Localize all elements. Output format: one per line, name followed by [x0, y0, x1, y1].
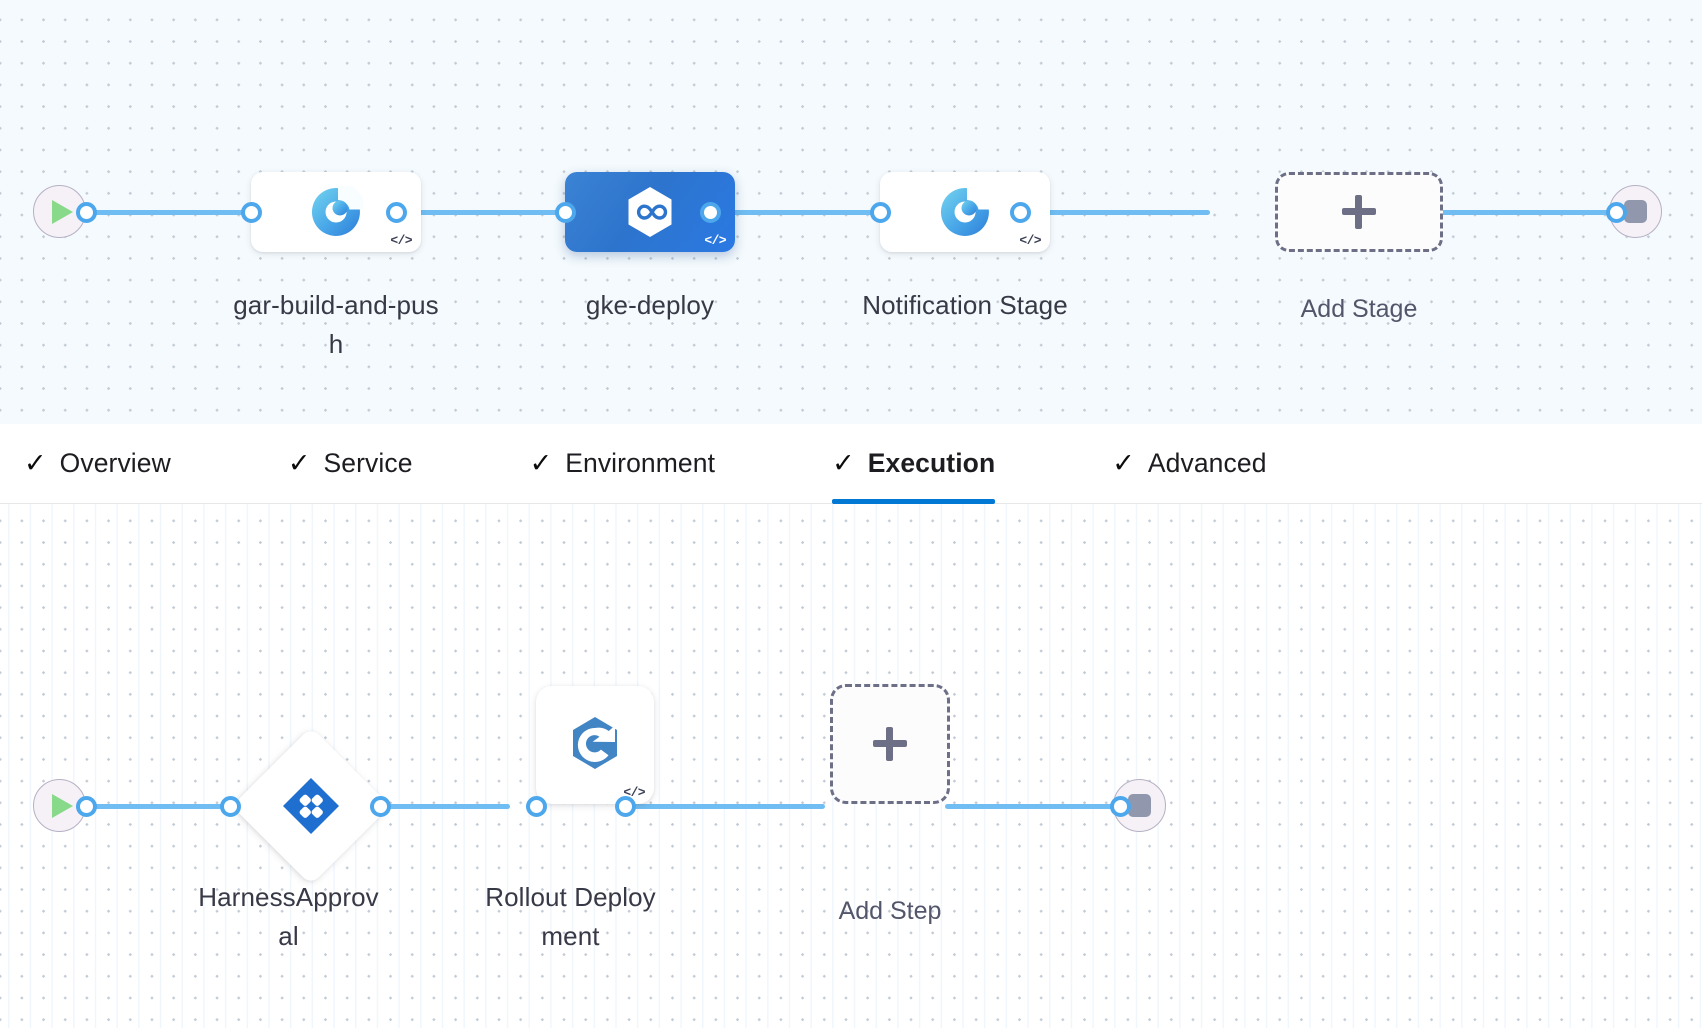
tab-label: Execution [867, 448, 996, 478]
tab-overview[interactable]: ✓ Overview [24, 424, 205, 503]
add-step-label: Add Step [838, 897, 942, 925]
stage-label-gke-deploy: gke-deploy [585, 290, 715, 320]
port-stage3-out [1010, 202, 1031, 223]
plus-icon [873, 727, 907, 761]
port-stage1-out [386, 202, 407, 223]
edge-addstage-to-end [1440, 210, 1615, 215]
check-icon: ✓ [24, 448, 47, 478]
port-stage3-in [870, 202, 891, 223]
tab-service[interactable]: ✓ Service [288, 424, 447, 503]
stop-icon [1624, 200, 1647, 223]
tab-label: Environment [565, 448, 716, 478]
port-stage2-in [555, 202, 576, 223]
port-stage1-in [241, 202, 262, 223]
edge-step1-to-step2 [380, 804, 510, 809]
tab-label: Service [323, 448, 413, 478]
step-label-harness-approval: HarnessApproval [198, 882, 379, 951]
tab-label: Overview [59, 448, 171, 478]
yaml-code-badge[interactable]: </> [390, 233, 412, 248]
harness-ci-build-icon [308, 184, 364, 240]
edge-addstep-to-exec-end [945, 804, 1115, 809]
check-icon: ✓ [832, 448, 855, 478]
yaml-code-badge[interactable]: </> [1019, 233, 1041, 248]
port-stage2-out [700, 202, 721, 223]
play-icon [52, 199, 73, 224]
port-end-in [1606, 202, 1627, 223]
port-start-out [76, 202, 97, 223]
edge-stage2-to-stage3 [710, 210, 875, 215]
harness-approval-diamond-icon [280, 775, 342, 837]
play-icon [52, 793, 73, 818]
harness-ci-build-icon [937, 184, 993, 240]
plus-icon [1342, 195, 1376, 229]
edge-exec-start-to-step1 [86, 804, 226, 809]
port-step2-in [526, 796, 547, 817]
stage-config-tabs: ✓ Overview ✓ Service ✓ Environment ✓ Exe… [0, 424, 1702, 504]
stage-label-notification-stage: Notification Stage [862, 290, 1068, 320]
port-step1-out [370, 796, 391, 817]
port-exec-start-out [76, 796, 97, 817]
add-step-button[interactable] [830, 684, 950, 804]
check-icon: ✓ [287, 448, 311, 478]
execution-graph-canvas[interactable]: HarnessApproval </> Rollout Deployment A… [0, 504, 1702, 1028]
port-step1-in [220, 796, 241, 817]
add-stage-button[interactable] [1275, 172, 1443, 252]
harness-cd-deploy-icon [622, 184, 678, 240]
tab-advanced[interactable]: ✓ Advanced [1112, 424, 1300, 503]
edge-stage3-to-addstage [1020, 210, 1210, 215]
port-step2-out [615, 796, 636, 817]
edge-stage1-to-stage2 [396, 210, 566, 215]
check-icon: ✓ [1112, 448, 1135, 478]
port-exec-end-in [1110, 796, 1131, 817]
tab-label: Advanced [1147, 448, 1267, 478]
tab-environment[interactable]: ✓ Environment [530, 424, 750, 503]
edge-step2-to-addstep [625, 804, 825, 809]
k8s-rollout-icon [563, 713, 627, 777]
stage-label-gar-build-and-push: gar-build-and-push [233, 290, 439, 359]
yaml-code-badge[interactable]: </> [704, 233, 726, 248]
stage-graph-canvas[interactable]: </> gar-build-and-push </> gke-deploy [0, 0, 1702, 424]
step-label-rollout-deployment: Rollout Deployment [485, 882, 656, 951]
step-node-rollout-deployment[interactable]: </> [536, 686, 654, 804]
edge-start-to-stage1 [86, 210, 246, 215]
execution-start-node[interactable] [33, 779, 86, 832]
stop-icon [1128, 794, 1151, 817]
add-stage-label: Add Stage [1300, 295, 1418, 323]
check-icon: ✓ [529, 448, 553, 478]
tab-execution[interactable]: ✓ Execution [832, 424, 1029, 504]
execution-end-node[interactable] [1113, 779, 1166, 832]
